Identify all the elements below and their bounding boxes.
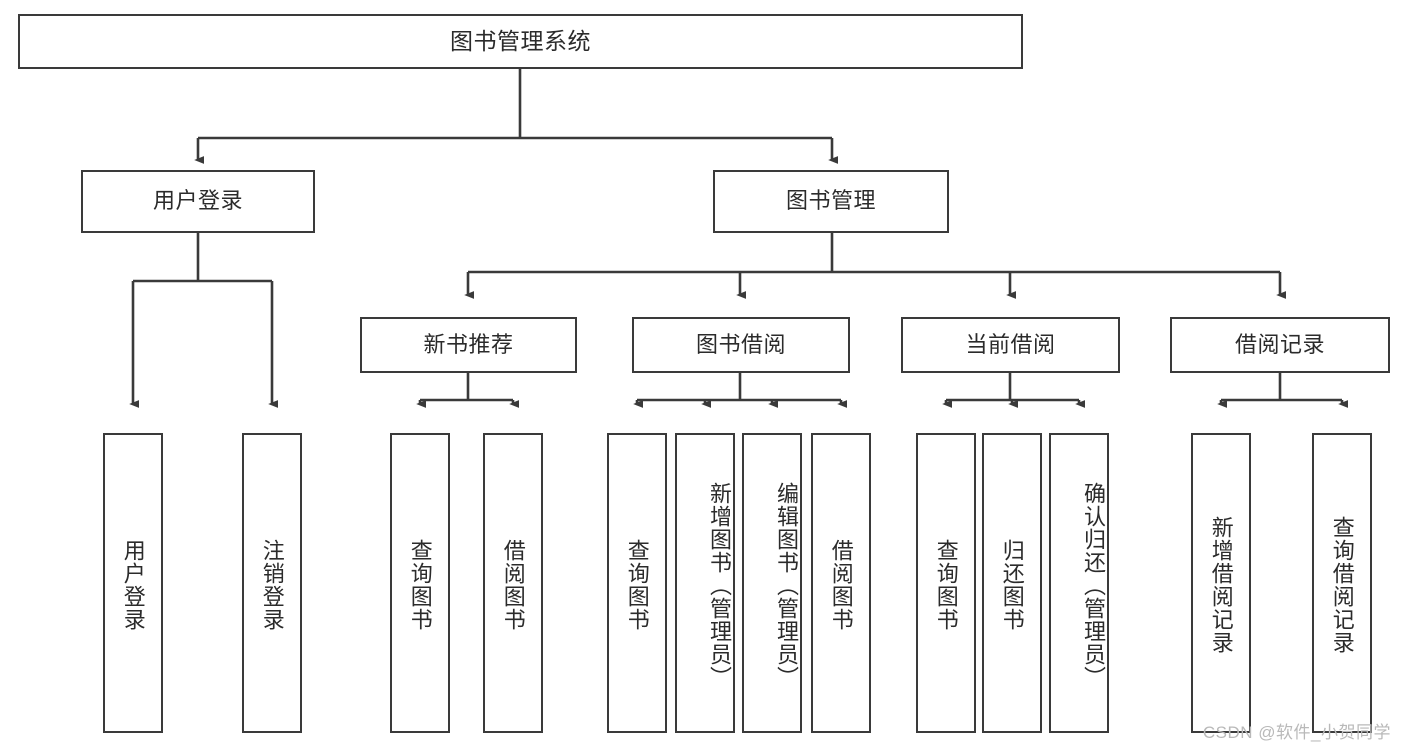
node-label: 借阅记录 <box>1234 331 1325 357</box>
node-label: 借阅图书 <box>500 539 526 631</box>
leaf-current-borrow-return-books[interactable]: 归还图书 <box>982 433 1042 733</box>
leaf-current-borrow-confirm-return-admin[interactable]: 确认归还（管理员） <box>1049 433 1109 733</box>
node-label: 借阅图书 <box>828 539 854 631</box>
node-label: 确认归还（管理员） <box>1081 481 1106 689</box>
leaf-user-login-logout[interactable]: 注销登录 <box>242 433 302 733</box>
leaf-new-book-query-books[interactable]: 查询图书 <box>390 433 450 733</box>
node-label: 新书推荐 <box>423 331 514 357</box>
leaf-book-borrow-borrow-books[interactable]: 借阅图书 <box>811 433 871 733</box>
node-book-borrowing[interactable]: 图书借阅 <box>632 317 850 373</box>
node-label: 图书借阅 <box>695 331 786 357</box>
csdn-watermark: CSDN @软件_小贺同学 <box>1202 723 1391 742</box>
leaf-new-book-borrow-books[interactable]: 借阅图书 <box>483 433 543 733</box>
leaf-borrow-record-add-record[interactable]: 新增借阅记录 <box>1191 433 1251 733</box>
leaf-book-borrow-edit-book-admin[interactable]: 编辑图书（管理员） <box>742 433 802 733</box>
node-label: 注销登录 <box>259 539 285 631</box>
node-root-book-management-system[interactable]: 图书管理系统 <box>18 14 1023 69</box>
leaf-current-borrow-query-books[interactable]: 查询图书 <box>916 433 976 733</box>
node-label: 新增图书（管理员） <box>707 481 732 689</box>
node-new-book-recommendation[interactable]: 新书推荐 <box>360 317 577 373</box>
node-user-login[interactable]: 用户登录 <box>81 170 315 233</box>
leaf-borrow-record-query-record[interactable]: 查询借阅记录 <box>1312 433 1372 733</box>
leaf-book-borrow-add-book-admin[interactable]: 新增图书（管理员） <box>675 433 735 733</box>
node-borrowing-records[interactable]: 借阅记录 <box>1170 317 1390 373</box>
node-current-borrowing[interactable]: 当前借阅 <box>901 317 1120 373</box>
node-label: 归还图书 <box>999 539 1025 631</box>
node-label: 图书管理 <box>785 188 876 214</box>
leaf-book-borrow-query-books[interactable]: 查询图书 <box>607 433 667 733</box>
node-label: 图书管理系统 <box>450 27 591 54</box>
node-label: 查询图书 <box>624 539 650 631</box>
leaf-user-login-login[interactable]: 用户登录 <box>103 433 163 733</box>
node-label: 查询图书 <box>407 539 433 631</box>
node-label: 用户登录 <box>120 539 146 631</box>
node-label: 当前借阅 <box>965 331 1056 357</box>
node-label: 查询借阅记录 <box>1329 516 1355 654</box>
node-book-management[interactable]: 图书管理 <box>713 170 949 233</box>
node-label: 用户登录 <box>152 188 243 214</box>
node-label: 新增借阅记录 <box>1208 516 1234 654</box>
node-label: 查询图书 <box>933 539 959 631</box>
node-label: 编辑图书（管理员） <box>774 481 799 689</box>
